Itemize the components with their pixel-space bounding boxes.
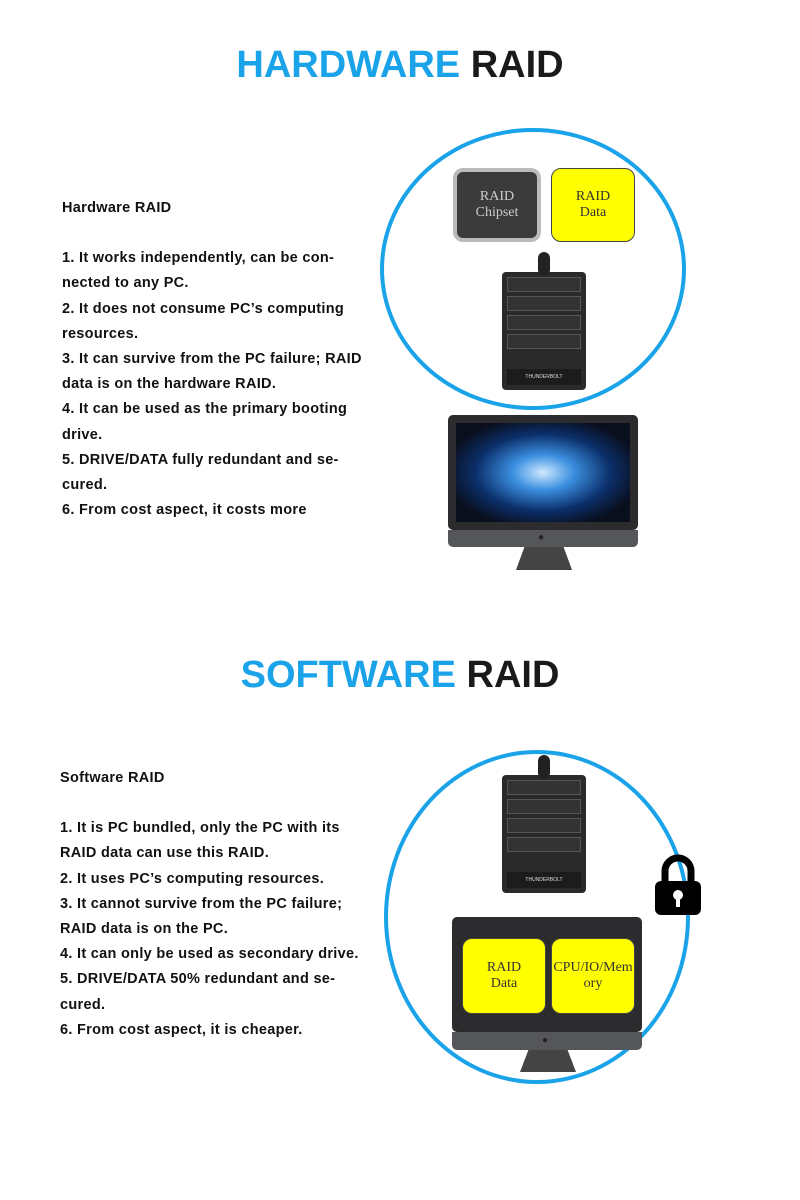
list-line: drive. (62, 426, 103, 443)
list-line: 1. It works independently, can be con- (62, 250, 335, 267)
title-dark: RAID (470, 44, 564, 86)
monitor-icon: ● (448, 415, 638, 570)
list-line: resources. (62, 325, 139, 342)
list-line: 2. It does not consume PC’s computing (62, 300, 345, 317)
nas-brand: THUNDERBOLT (507, 872, 581, 888)
box-label: Data (579, 205, 607, 220)
list-line: nected to any PC. (62, 275, 189, 292)
list-line: RAID data is on the PC. (60, 921, 229, 938)
list-line: cured. (62, 477, 108, 494)
box-label: Data (490, 976, 518, 991)
chip-label: RAID (479, 189, 515, 204)
chip-label: Chipset (475, 205, 519, 220)
software-description: Software RAID 1. It is PC bundled, only … (60, 766, 359, 1043)
list-line: 4. It can only be used as secondary driv… (60, 946, 359, 963)
box-label: RAID (486, 960, 522, 975)
title-blue: SOFTWARE (240, 654, 456, 696)
list-line: 5. DRIVE/DATA fully redundant and se- (62, 451, 339, 468)
software-circle (384, 750, 690, 1084)
list-line: 3. It cannot survive from the PC failure… (60, 895, 343, 912)
box-label: RAID (575, 189, 611, 204)
raid-enclosure-icon: THUNDERBOLT (502, 252, 586, 390)
software-raid-title: SOFTWARE RAID (0, 654, 800, 697)
list-line: cured. (60, 996, 106, 1013)
title-blue: HARDWARE (236, 44, 461, 86)
hardware-raid-title: HARDWARE RAID (0, 44, 800, 87)
title-dark: RAID (466, 654, 560, 696)
hardware-heading: Hardware RAID (62, 200, 172, 216)
lock-icon (655, 854, 701, 915)
list-line: data is on the hardware RAID. (62, 376, 277, 393)
hardware-description: Hardware RAID 1. It works independently,… (62, 196, 362, 523)
list-line: 2. It uses PC’s computing resources. (60, 870, 325, 887)
list-line: 3. It can survive from the PC failure; R… (62, 351, 362, 368)
software-heading: Software RAID (60, 770, 165, 786)
box-label: ory (583, 976, 603, 991)
box-label: CPU/IO/Mem (553, 960, 633, 975)
hardware-circle (380, 128, 686, 410)
list-line: 4. It can be used as the primary booting (62, 401, 348, 418)
nas-brand: THUNDERBOLT (507, 369, 581, 385)
list-line: 6. From cost aspect, it costs more (62, 502, 307, 519)
list-line: 5. DRIVE/DATA 50% redundant and se- (60, 971, 336, 988)
list-line: 1. It is PC bundled, only the PC with it… (60, 820, 340, 837)
list-line: RAID data can use this RAID. (60, 845, 270, 862)
list-line: 6. From cost aspect, it is cheaper. (60, 1021, 303, 1038)
raid-enclosure-icon: THUNDERBOLT (502, 755, 586, 893)
